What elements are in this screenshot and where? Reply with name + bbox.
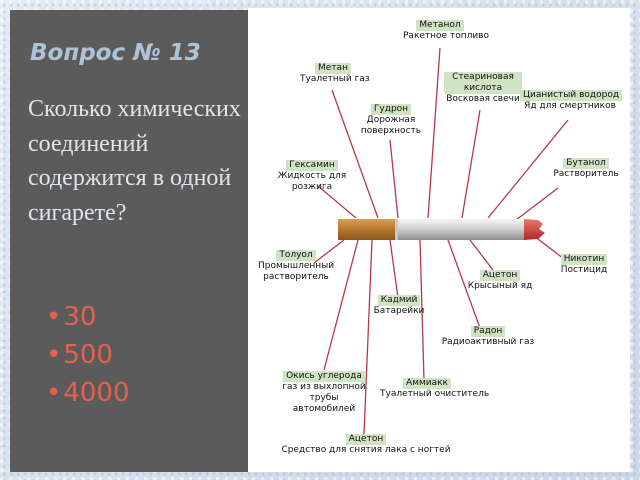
answer-option-30[interactable]: 30: [46, 298, 130, 336]
leader-line-toluene: [313, 239, 345, 264]
chemical-label-toluene: Толуол Промышленный растворитель: [258, 250, 334, 283]
leader-lines: [313, 47, 569, 435]
chemical-use: Жидкость для розжига: [277, 171, 347, 192]
diagram-drawing: [313, 47, 569, 435]
leader-line-hexamine: [317, 185, 357, 219]
leader-line-radon: [447, 239, 481, 329]
chemical-name: Гудрон: [370, 104, 412, 115]
chemical-label-radon: Радон Радиоактивный газ: [438, 326, 538, 348]
chemical-label-hexamine: Гексамин Жидкость для розжига: [274, 160, 350, 193]
chemical-name: Радон: [470, 326, 506, 337]
chemical-label-nicotine: Никотин Постицид: [554, 254, 614, 276]
leader-line-cadmium: [389, 239, 399, 299]
cigarette: [338, 219, 545, 240]
chemical-name: Метан: [315, 63, 351, 74]
chemical-name: Метанол: [416, 20, 464, 31]
cigarette-chemicals-diagram: Метанол Ракетное топливо Метан Туалетный…: [248, 8, 630, 472]
leader-line-methanol: [427, 47, 441, 219]
leader-line-ammonia: [419, 239, 425, 381]
chemical-label-ammonia: Аммиакк Туалетный очиститель: [380, 378, 490, 400]
chemical-label-methanol: Метанол Ракетное топливо: [403, 20, 489, 42]
chemical-use: Батарейки: [373, 306, 425, 316]
chemical-use: Дорожная поверхность: [360, 115, 422, 136]
cigarette-filter: [338, 219, 397, 240]
leader-line-tar: [389, 139, 399, 219]
chemical-use: Радиоактивный газ: [441, 337, 535, 347]
chemical-name: Толуол: [276, 250, 316, 261]
leader-line-acetone-bottom: [363, 239, 373, 435]
leader-line-co: [323, 239, 359, 371]
chemical-use: Постицид: [560, 265, 608, 275]
chemical-use: Ракетное топливо: [403, 31, 489, 41]
question-number: Вопрос № 13: [30, 40, 201, 66]
chemical-name: Аммиакк: [403, 378, 451, 389]
leader-line-stearic: [461, 109, 481, 219]
chemical-label-acetone-bottom: Ацетон Средство для снятия лака с ногтей: [276, 434, 456, 456]
chemical-name: Цианистый водород: [520, 90, 623, 101]
chemical-use: газ из выхлопной трубы автомобилей: [282, 382, 366, 414]
chemical-use: Яд для смертников: [524, 101, 616, 111]
question-text: Сколько химических соединений содержится…: [28, 96, 241, 226]
chemical-name: Никотин: [560, 254, 608, 265]
chemical-label-tar: Гудрон Дорожная поверхность: [354, 104, 428, 137]
answer-option-500[interactable]: 500: [46, 336, 130, 374]
chemical-use: Промышленный растворитель: [258, 261, 335, 282]
question-panel: Вопрос № 13 Сколько химических соединени…: [10, 10, 248, 472]
chemical-use: Крысыный яд: [467, 281, 533, 291]
leader-line-acetone-right: [469, 239, 497, 275]
chemical-name: Стеариновая кислота: [444, 72, 522, 94]
chemical-name: Ацетон: [479, 270, 521, 281]
chemical-label-stearic: Стеариновая кислота Восковая свечи: [444, 72, 522, 105]
chemical-use: Туалетный газ: [300, 74, 370, 84]
answer-option-4000[interactable]: 4000: [46, 374, 129, 412]
chemical-name: Кадмий: [377, 295, 421, 306]
chemical-label-co: Окись углерода газ из выхлопной трубы ав…: [278, 371, 370, 415]
chemical-label-acetone-right: Ацетон Крысыный яд: [462, 270, 538, 292]
chemical-label-cadmium: Кадмий Батарейки: [366, 295, 432, 317]
cigarette-paper: [396, 219, 526, 240]
chemical-use: Средство для снятия лака с ногтей: [281, 445, 451, 455]
chemical-label-butanol: Бутанол Растворитель: [550, 158, 622, 180]
leader-line-hcn: [487, 119, 569, 219]
chemical-label-methane: Метан Туалетный газ: [300, 63, 370, 85]
leader-line-methane: [331, 89, 379, 219]
chemical-name: Окись углерода: [283, 371, 365, 382]
chemical-label-hcn: Цианистый водород Яд для смертников: [520, 90, 623, 112]
cigarette-ember: [524, 219, 545, 240]
chemical-use: Растворитель: [553, 169, 619, 179]
chemical-use: Восковая свечи: [446, 94, 520, 104]
chemical-name: Гексамин: [286, 160, 338, 171]
chemical-name: Бутанол: [563, 158, 609, 169]
leader-line-butanol: [515, 187, 559, 221]
cigarette-filter-band: [395, 219, 398, 240]
answer-list: 30 500 4000: [46, 298, 130, 412]
chemical-use: Туалетный очиститель: [380, 389, 490, 399]
chemical-name: Ацетон: [345, 434, 387, 445]
